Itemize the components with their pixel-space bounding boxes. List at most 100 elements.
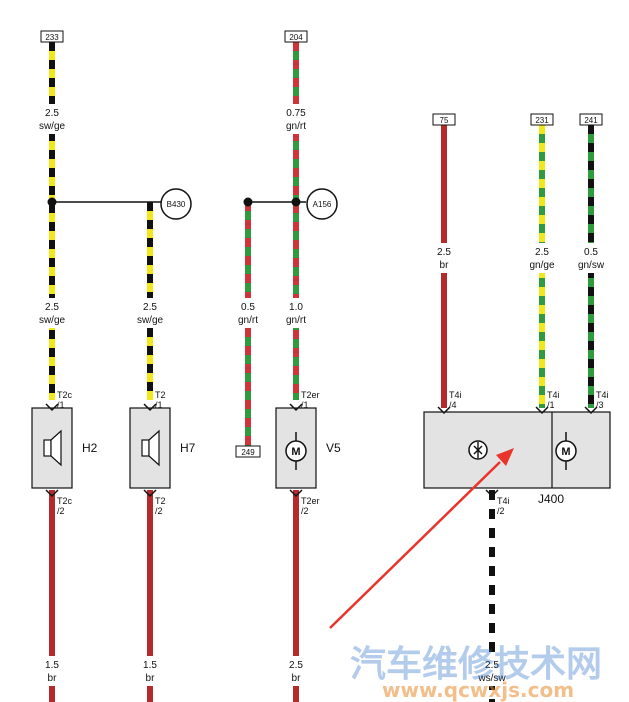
label-w3-bot: 2.5 br [282,656,312,686]
label-w1-mid: 2.5 sw/ge [34,298,72,328]
svg-text:ws/sw: ws/sw [477,673,506,684]
svg-text:2.5: 2.5 [437,247,451,258]
label-w1-top: 2.5 sw/ge [34,104,72,134]
svg-text:233: 233 [45,33,59,42]
junction-dot-2 [243,197,253,207]
svg-text:2.5: 2.5 [535,247,549,258]
label-w7: 0.5 gn/sw [572,243,612,273]
svg-text:/2: /2 [155,506,163,516]
component-j400: M J400 [423,411,611,506]
svg-text:204: 204 [289,33,303,42]
svg-text:241: 241 [584,116,598,125]
label-w8: 2.5 ws/sw [474,656,512,686]
svg-text:sw/ge: sw/ge [39,315,66,326]
svg-text:/1: /1 [155,400,163,410]
svg-text:T2er: T2er [301,390,320,400]
svg-text:/2: /2 [301,506,309,516]
pin-j400-4: T4i /4 [437,390,462,415]
svg-text:1.5: 1.5 [45,660,59,671]
terminal-249: 249 [235,445,261,458]
svg-text:br: br [292,673,302,684]
svg-text:br: br [440,260,450,271]
label-w1-bot: 1.5 br [38,656,68,686]
terminal-241: 241 [579,113,603,126]
svg-text:M: M [561,446,570,458]
svg-text:/1: /1 [57,400,65,410]
terminal-231: 231 [530,113,554,126]
motor-icon: M [285,432,307,470]
pin-h7-out: T2 /2 [143,489,166,516]
speaker-icon [43,429,62,467]
svg-text:75: 75 [440,116,449,125]
svg-text:gn/rt: gn/rt [238,315,258,326]
label-w2-mid: 2.5 sw/ge [132,298,170,328]
component-h2: H2 [31,407,98,489]
junction-dot-3 [291,197,301,207]
svg-text:2.5: 2.5 [485,660,499,671]
pin-j400-2: T4i /2 [485,489,510,516]
svg-text:gn/rt: gn/rt [286,121,306,132]
svg-text:/1: /1 [547,400,555,410]
svg-text:/2: /2 [497,506,505,516]
svg-text:br: br [48,673,58,684]
svg-text:0.5: 0.5 [241,302,255,313]
svg-text:249: 249 [241,448,255,457]
svg-text:T4i: T4i [547,390,560,400]
svg-text:sw/ge: sw/ge [137,315,164,326]
label-w6: 2.5 gn/ge [524,243,562,273]
pin-j400-3: T4i /3 [584,390,609,415]
annotation-arrow [329,448,514,629]
svg-text:0.75: 0.75 [286,108,306,119]
component-h7-label: H7 [180,441,196,455]
terminal-75: 75 [432,113,456,126]
svg-text:/3: /3 [596,400,604,410]
svg-text:2.5: 2.5 [45,108,59,119]
svg-text:M: M [291,446,300,458]
svg-text:T4i: T4i [449,390,462,400]
component-h2-label: H2 [82,441,98,455]
svg-text:T2: T2 [155,496,166,506]
svg-text:sw/ge: sw/ge [39,121,66,132]
connector-b430: B430 [160,188,192,220]
svg-text:gn/rt: gn/rt [286,315,306,326]
label-w3-top: 0.75 gn/rt [278,104,316,134]
component-j400-label: J400 [538,492,564,506]
watermark: 汽车维修技术网 www.qcwxjs.com [350,644,602,702]
svg-text:T4i: T4i [497,496,510,506]
svg-text:2.5: 2.5 [289,660,303,671]
pin-v5-out: T2er /2 [289,489,320,516]
connector-a156: A156 [306,188,338,220]
svg-text:/4: /4 [449,400,457,410]
terminal-233: 233 [40,30,64,43]
label-w4: 0.5 gn/rt [230,298,266,328]
pin-h2-out: T2c /2 [45,489,73,516]
component-h7: H7 [129,407,196,489]
svg-text:T2: T2 [155,390,166,400]
watermark-url: www.qcwxjs.com [382,678,574,702]
svg-text:/2: /2 [57,506,65,516]
svg-text:T2c: T2c [57,390,73,400]
svg-text:2.5: 2.5 [45,302,59,313]
component-v5-label: V5 [326,441,341,455]
svg-text:2.5: 2.5 [143,302,157,313]
pin-v5-in: T2er /1 [289,390,320,412]
pin-j400-1: T4i /1 [535,390,560,415]
svg-text:231: 231 [535,116,549,125]
pin-h7-in: T2 /1 [143,390,166,412]
svg-text:1.5: 1.5 [143,660,157,671]
svg-text:gn/ge: gn/ge [529,260,554,271]
watermark-text: 汽车维修技术网 [350,644,602,685]
svg-text:T2er: T2er [301,496,320,506]
label-w3-mid: 1.0 gn/rt [278,298,316,328]
svg-text:gn/sw: gn/sw [578,260,605,271]
connector-b430-label: B430 [167,200,186,209]
label-w2-bot: 1.5 br [136,656,166,686]
svg-text:/1: /1 [301,400,309,410]
svg-text:1.0: 1.0 [289,302,303,313]
connector-a156-label: A156 [313,200,332,209]
motor-icon: M [555,432,577,470]
control-unit-icon [468,440,488,460]
label-w5: 2.5 br [430,243,458,273]
terminal-204: 204 [284,30,308,43]
